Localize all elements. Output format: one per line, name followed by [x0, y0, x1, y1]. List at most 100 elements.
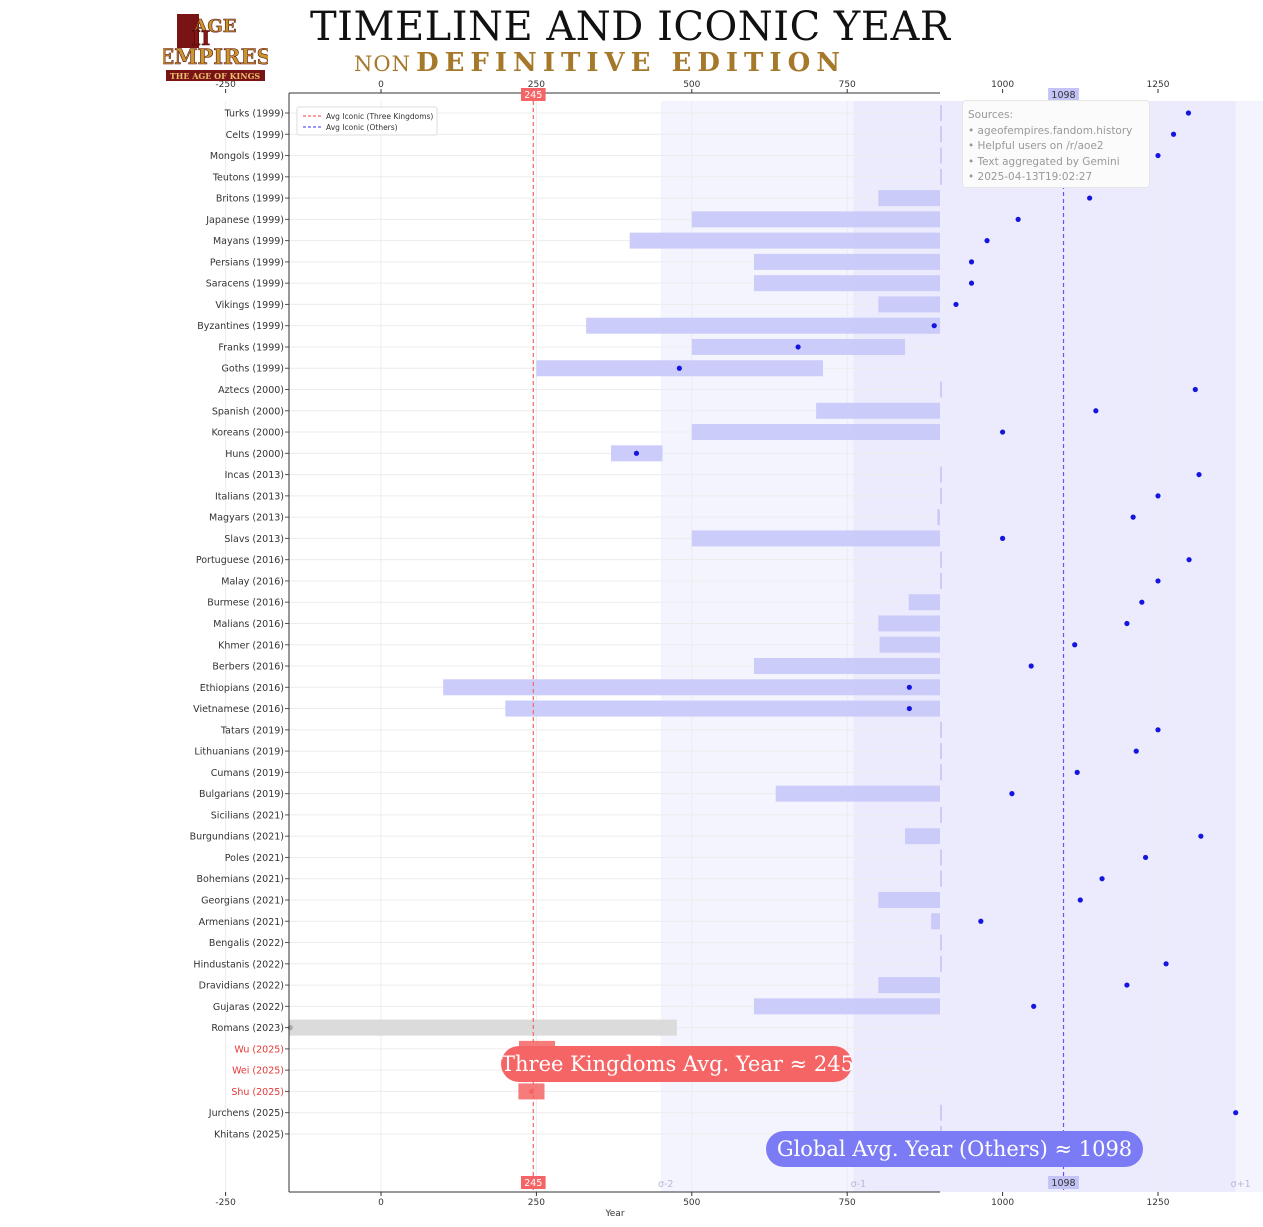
iconic-year-point [1074, 769, 1080, 775]
civ-label: Wu (2025) [234, 1044, 284, 1055]
civ-range-bar [775, 785, 940, 802]
civ-label: Mayans (1999) [213, 236, 284, 247]
sigma-label: σ-1 [851, 1179, 867, 1190]
iconic-year-point [676, 365, 682, 371]
age-of-empires-logo: AGE II EMPIRES THE AGE OF KINGS [163, 14, 268, 81]
iconic-year-point [1028, 663, 1034, 669]
logo-empires-text: EMPIRES [163, 44, 268, 69]
civ-label: Magyars (2013) [209, 513, 284, 524]
civ-label: Berbers (2016) [212, 662, 284, 673]
civ-range-bar [940, 487, 942, 504]
civ-label: Vikings (1999) [215, 300, 284, 311]
civ-range-bar [878, 615, 940, 632]
civ-range-bar [940, 849, 942, 866]
civ-label: Franks (1999) [218, 342, 284, 353]
civ-label: Japanese (1999) [205, 215, 284, 226]
iconic-year-point [906, 705, 912, 712]
civ-label: Armenians (2021) [199, 917, 284, 928]
avg-value-label: 245 [524, 1178, 542, 1189]
civ-label: Khitans (2025) [214, 1129, 284, 1140]
civ-range-bar [940, 1104, 942, 1121]
civ-label: Malay (2016) [221, 576, 284, 587]
source-item: • ageofempires.fandom.history [968, 124, 1133, 137]
avg-value-label: 245 [524, 90, 542, 101]
civ-label: Shu (2025) [231, 1087, 284, 1098]
x-tick-label: 750 [839, 1198, 856, 1208]
subtitle-prefix: NON [354, 52, 411, 76]
iconic-year-point [795, 344, 801, 350]
iconic-year-point [1124, 620, 1130, 627]
iconic-year-point [984, 238, 990, 244]
civ-label: Britons (1999) [216, 194, 284, 205]
logo-tagline-text: THE AGE OF KINGS [170, 71, 261, 81]
civ-range-bar [940, 147, 942, 164]
iconic-year-point [1155, 152, 1161, 159]
iconic-year-point [1009, 791, 1015, 797]
civ-label: Sicilians (2021) [211, 810, 284, 821]
sigma-label: σ-2 [658, 1179, 674, 1190]
civ-label: Dravidians (2022) [199, 981, 284, 992]
iconic-year-point [1124, 982, 1130, 988]
civ-label: Ethiopians (2016) [200, 683, 284, 694]
civ-label: Byzantines (1999) [197, 321, 284, 332]
civ-label: Italians (2013) [215, 491, 284, 502]
civ-range-bar [443, 679, 940, 696]
iconic-year-point [1185, 110, 1192, 116]
civ-range-bar [691, 211, 940, 228]
civ-label: Celts (1999) [226, 130, 284, 141]
sources-box: Sources: • ageofempires.fandom.history •… [962, 100, 1150, 188]
iconic-year-point [968, 280, 975, 286]
iconic-year-point [1000, 535, 1006, 542]
iconic-year-point [1087, 195, 1093, 201]
civ-range-bar [753, 998, 940, 1015]
civ-label: Tatars (2019) [220, 725, 284, 736]
iconic-year-point [953, 301, 959, 308]
civ-label: Vietnamese (2016) [193, 704, 284, 715]
iconic-year-point [1072, 642, 1078, 648]
civ-range-bar [753, 658, 940, 675]
subtitle-main: DEFINITIVE EDITION [416, 48, 846, 78]
logo-numeral-shape [177, 14, 199, 48]
civ-range-bar [940, 743, 942, 760]
source-item: • 2025-04-13T19:02:27 [968, 171, 1093, 183]
civ-range-bar [878, 190, 940, 207]
civ-label: Aztecs (2000) [218, 385, 284, 396]
civ-label: Koreans (2000) [211, 428, 284, 439]
civ-label: Georgians (2021) [201, 895, 284, 906]
civ-range-bar [940, 806, 942, 823]
x-tick-label-top: 500 [683, 80, 700, 90]
civ-label: Malians (2016) [213, 619, 284, 630]
header: AGE II EMPIRES THE AGE OF KINGS TIMELINE… [0, 0, 1263, 90]
civ-range-bar [940, 934, 942, 951]
civ-range-bar [289, 1019, 677, 1036]
civ-label: Teutons (1999) [212, 172, 284, 183]
civ-label: Persians (1999) [210, 257, 284, 268]
iconic-year-point [1130, 514, 1136, 520]
civ-range-bar [908, 594, 940, 611]
civ-range-bar [878, 296, 940, 313]
global-avg-callout: Global Avg. Year (Others) ≈ 1098 [766, 1131, 1143, 1167]
civ-range-bar [940, 466, 942, 483]
iconic-year-point [1233, 1110, 1239, 1116]
sources-heading: Sources: [968, 109, 1014, 121]
avg-value-badge [520, 88, 546, 101]
three-kingdoms-avg-callout: Three Kingdoms Avg. Year ≈ 245 [501, 1046, 854, 1082]
civ-label: Slavs (2013) [224, 534, 284, 545]
civ-range-bar [940, 381, 942, 398]
civ-range-bar [937, 509, 940, 526]
civ-label: Poles (2021) [225, 853, 284, 864]
civ-label: Bohemians (2021) [197, 874, 285, 885]
avg-value-badge [1048, 88, 1079, 101]
civ-range-bar [905, 828, 940, 845]
civ-label: Cumans (2019) [211, 768, 284, 779]
civ-label: Saracens (1999) [206, 279, 284, 290]
iconic-year-point [1155, 578, 1161, 584]
civ-label: Portuguese (2016) [196, 555, 284, 566]
iconic-year-point [1196, 471, 1202, 478]
civ-range-bar [691, 530, 940, 547]
civ-label: Gujaras (2022) [213, 1002, 284, 1013]
civ-range-bar [878, 977, 940, 994]
civ-label: Burmese (2016) [207, 598, 284, 609]
x-tick-label: 500 [683, 1198, 700, 1208]
civ-range-bar [816, 402, 940, 419]
